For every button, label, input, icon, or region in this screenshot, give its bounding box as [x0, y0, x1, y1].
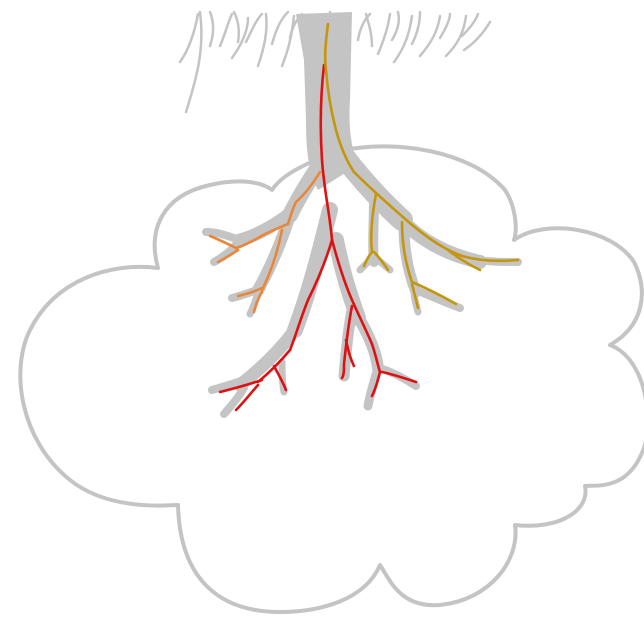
- branching-tree-icon: [206, 12, 518, 414]
